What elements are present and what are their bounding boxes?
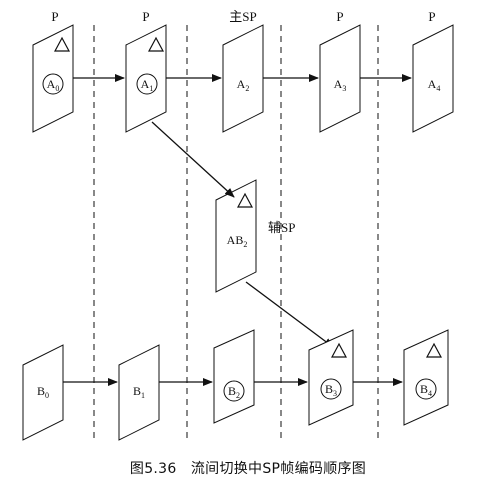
triangle-b3-icon (330, 342, 348, 358)
frame-a3-label: A3 (334, 77, 347, 93)
frame-a2 (222, 24, 264, 133)
frame-b3-label: B3 (325, 382, 337, 398)
frame-a4 (412, 24, 454, 133)
frame-b4 (403, 329, 449, 426)
frame-b1-label: B1 (133, 384, 145, 400)
figure-caption: 图5.36 流间切换中SP帧编码顺序图 (129, 461, 367, 477)
circle-a0-icon (42, 73, 64, 95)
frame-a2-label: A2 (237, 77, 250, 93)
frame-a3 (319, 24, 361, 133)
frame-b0-label: B0 (37, 384, 49, 400)
column-label-p-1: P (51, 9, 58, 24)
frame-b4-label: B4 (420, 382, 432, 398)
frame-b0 (22, 344, 64, 441)
arrow-ab2-b3 (245, 281, 334, 348)
secondary-sp-label: 辅SP (268, 220, 295, 235)
column-label-p-3: P (336, 9, 343, 24)
frame-ab2-label: AB2 (227, 233, 248, 249)
dashed-separators (93, 25, 379, 440)
frame-b2 (213, 329, 255, 424)
frame-a1-label: A1 (141, 77, 154, 93)
triangle-a1-icon (147, 36, 165, 52)
column-label-primary-sp: 主SP (229, 9, 256, 24)
frame-b3 (308, 329, 354, 426)
frame-a4-label: A4 (428, 77, 441, 93)
frame-a0-label: A0 (47, 77, 60, 93)
circle-b3-icon (320, 378, 342, 400)
triangle-a0-icon (53, 36, 71, 52)
column-label-p-2: P (142, 9, 149, 24)
frame-b2-label: B2 (228, 384, 240, 400)
triangle-b4-icon (425, 342, 443, 358)
circle-b2-icon (223, 380, 245, 402)
frame-a1 (125, 24, 167, 133)
arrow-a1-ab2 (151, 121, 235, 198)
circle-b4-icon (415, 378, 437, 400)
frame-b1 (118, 344, 160, 441)
frame-ab2 (215, 179, 257, 293)
column-label-p-4: P (428, 9, 435, 24)
circle-a1-icon (136, 73, 158, 95)
triangle-ab2-icon (236, 192, 254, 208)
frame-a0 (32, 24, 74, 133)
